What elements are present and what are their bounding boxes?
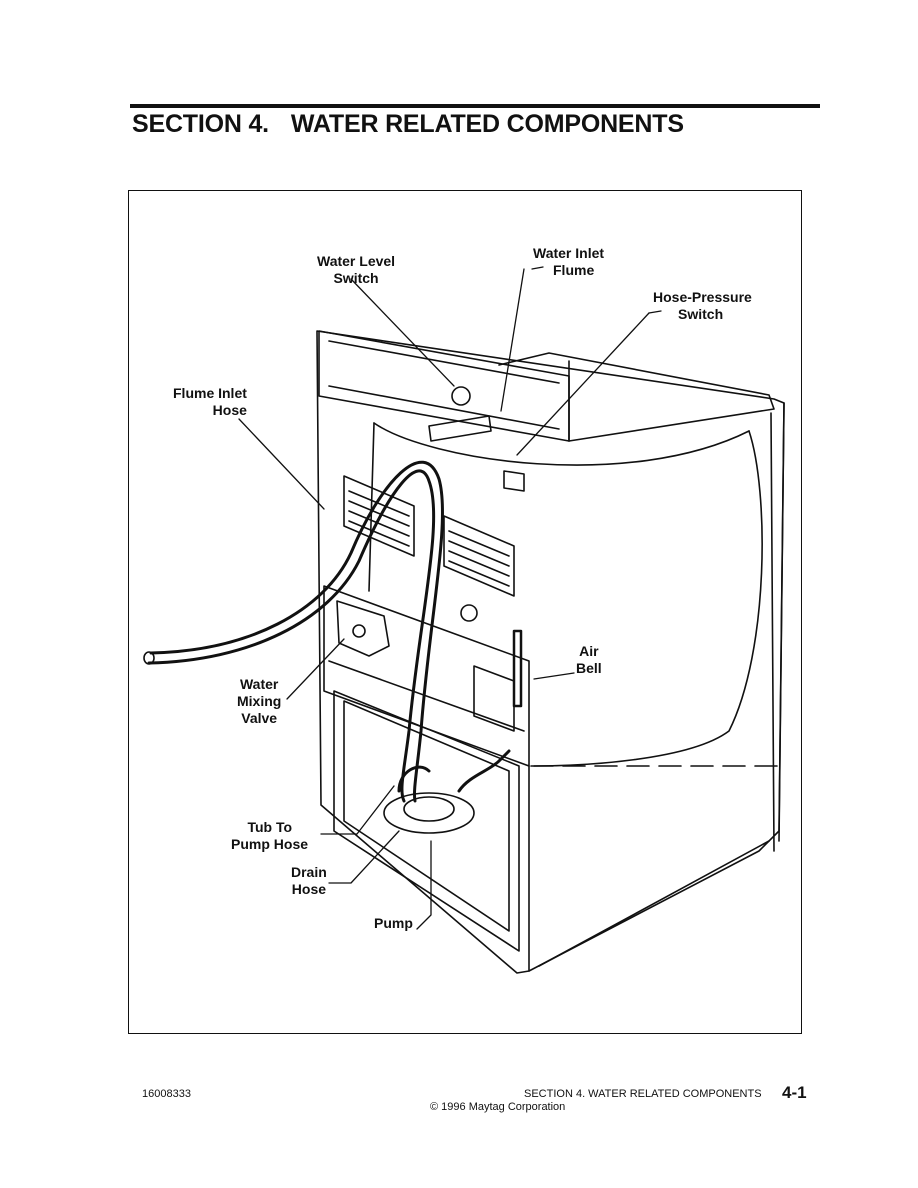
label-flume-inlet-hose: Flume Inlet Hose	[173, 385, 247, 418]
label-air-bell: Air Bell	[576, 643, 602, 676]
page-number: 4-1	[782, 1083, 807, 1102]
label-water-level-switch: Water Level Switch	[317, 253, 396, 286]
section-title: WATER RELATED COMPONENTS	[290, 110, 684, 138]
leader-air-bell	[533, 672, 575, 680]
tub-rim	[373, 422, 750, 466]
pump-body	[383, 792, 475, 834]
footer-section: SECTION 4. WATER RELATED COMPONENTS	[524, 1088, 762, 1100]
copyright: © 1996 Maytag Corporation	[430, 1101, 566, 1113]
label-water-inlet-flume: Water Inlet Flume	[533, 245, 605, 278]
tub-pump-hose	[397, 765, 431, 793]
label-pump: Pump	[374, 915, 413, 931]
leader-mixing-valve	[286, 638, 345, 700]
leader-pump	[416, 840, 432, 930]
rear-panel-lower	[333, 690, 520, 952]
leader-water-inlet	[500, 268, 525, 412]
control-console	[318, 330, 570, 442]
label-drain-hose: Drain Hose	[291, 864, 327, 897]
water-level-switch-part	[451, 386, 471, 406]
document-number: 16008333	[142, 1088, 191, 1100]
mixing-valve	[336, 600, 390, 657]
page-title: SECTION 4. WATER RELATED COMPONENTS	[132, 110, 684, 139]
section-number: SECTION 4.	[132, 110, 269, 138]
lid-outline	[498, 352, 775, 442]
tub-body	[533, 430, 763, 767]
header-rule	[130, 104, 820, 108]
leader-flume-inlet	[238, 418, 325, 510]
label-water-mixing-valve: Water Mixing Valve	[237, 676, 282, 726]
label-hose-pressure-switch: Hose-Pressure Switch	[653, 289, 752, 322]
leader-water-level	[350, 278, 455, 387]
leader-hose-pressure	[516, 312, 650, 456]
access-opening	[473, 665, 515, 732]
diagram-frame: Water Level Switch Water Inlet Flume Hos…	[128, 190, 802, 1034]
leader-tub-pump	[320, 785, 395, 835]
label-tub-to-pump-hose: Tub To Pump Hose	[231, 819, 309, 852]
inlet-hose	[147, 469, 436, 803]
air-bell-part	[512, 629, 523, 708]
rear-panel-middle	[323, 585, 530, 767]
cabinet-outline	[316, 330, 785, 974]
leader-drain	[328, 830, 400, 884]
washer-rear-illustration	[143, 266, 785, 974]
